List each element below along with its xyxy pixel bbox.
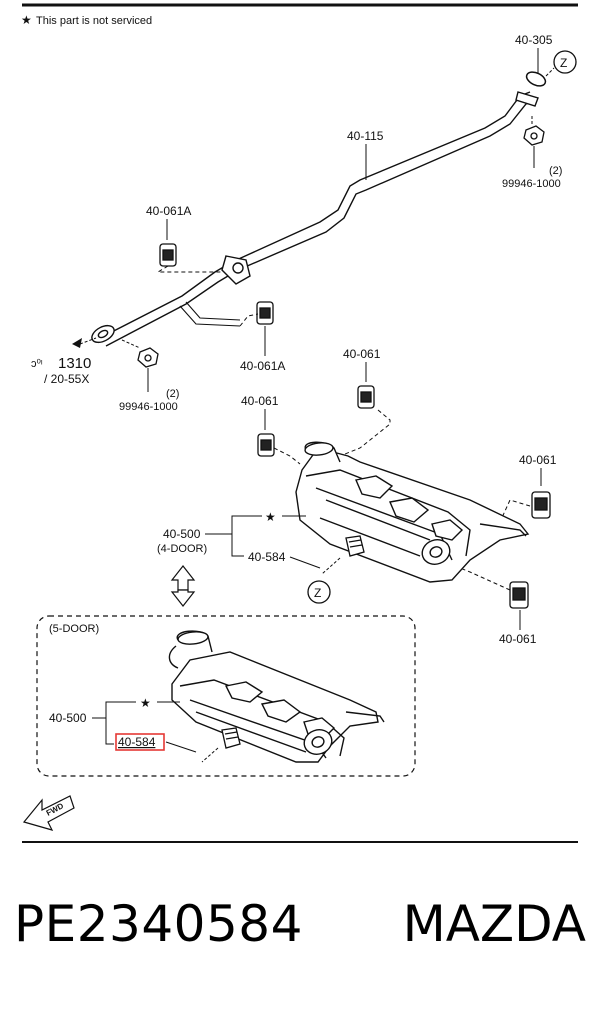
hanger-061-b xyxy=(257,433,275,457)
ref-1310-prefix: ɔ⁰ᶦ xyxy=(31,358,43,370)
muffler-5door xyxy=(168,630,385,763)
front-pipe xyxy=(91,91,539,347)
qty-nut-top: (2) xyxy=(549,165,562,177)
label-4-door: (4-DOOR) xyxy=(157,543,207,555)
nut-left xyxy=(137,347,159,368)
callout-40-500-4door[interactable]: 40-500 xyxy=(163,527,201,541)
callout-40-061-c[interactable]: 40-061 xyxy=(519,453,557,467)
swap-arrow-icon xyxy=(170,565,196,607)
qty-nut-left: (2) xyxy=(166,388,179,400)
note-star: ★ xyxy=(21,13,32,27)
callout-99946-1000-left[interactable]: 99946-1000 xyxy=(119,401,178,413)
hanger-061-d xyxy=(509,581,529,609)
hanger-061a-top xyxy=(159,243,177,267)
nut-top xyxy=(523,125,545,146)
hanger-061-a xyxy=(357,385,375,409)
five-door-box xyxy=(36,615,416,777)
callout-40-061-a[interactable]: 40-061 xyxy=(343,347,381,361)
callout-40-584-4door[interactable]: 40-584 xyxy=(248,550,286,564)
callout-1310[interactable]: 1310 xyxy=(58,355,91,372)
hanger-061a-mid xyxy=(256,301,274,325)
note-text: This part is not serviced xyxy=(36,15,152,27)
brand-name: MAZDA xyxy=(402,895,586,953)
hanger-061-c xyxy=(531,491,551,519)
ring-gasket xyxy=(525,71,547,87)
callout-40-305[interactable]: 40-305 xyxy=(515,33,553,47)
callout-20-55x[interactable]: / 20-55X xyxy=(44,372,89,386)
label-5-door: (5-DOOR) xyxy=(49,623,99,635)
z-marker-mid xyxy=(307,580,331,604)
callout-40-500-5door[interactable]: 40-500 xyxy=(49,711,87,725)
callout-40-584-5door[interactable]: 40-584 xyxy=(118,735,156,749)
svg-text:Z: Z xyxy=(560,56,567,70)
highlight-box xyxy=(115,733,165,751)
callout-40-061a-mid[interactable]: 40-061A xyxy=(240,359,285,373)
fwd-arrow-icon: FWD xyxy=(22,795,75,831)
callout-40-061a-top[interactable]: 40-061A xyxy=(146,204,191,218)
star-5door: ★ xyxy=(140,696,151,710)
part-number: PE2340584 xyxy=(14,895,303,953)
callout-40-061-b[interactable]: 40-061 xyxy=(241,394,279,408)
muffler-4door xyxy=(295,441,530,583)
callout-99946-1000-top[interactable]: 99946-1000 xyxy=(502,178,561,190)
star-4door: ★ xyxy=(265,510,276,524)
gasket-4door xyxy=(345,535,365,557)
z-marker-top xyxy=(553,50,577,74)
svg-text:Z: Z xyxy=(314,586,321,600)
callout-40-061-d[interactable]: 40-061 xyxy=(499,632,537,646)
callout-40-115[interactable]: 40-115 xyxy=(347,129,384,143)
gasket-5door xyxy=(221,727,241,749)
